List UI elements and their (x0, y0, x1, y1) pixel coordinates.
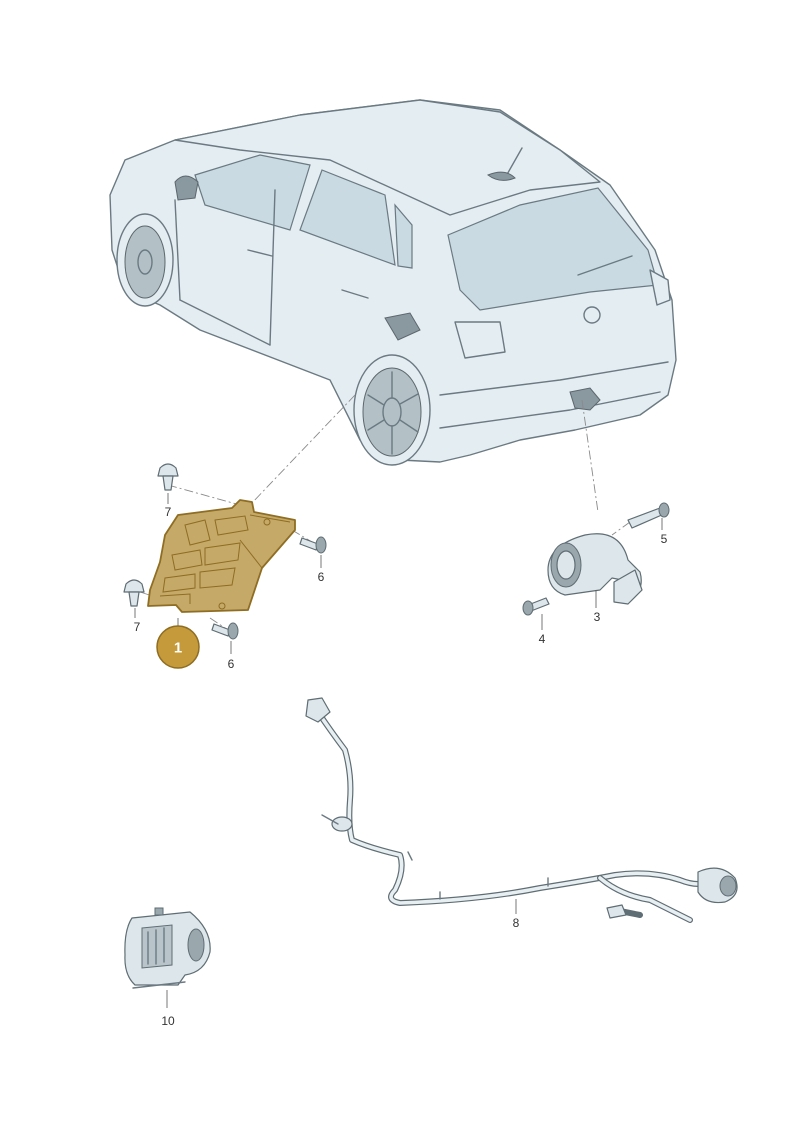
unit-part-10[interactable]: 10 (124, 907, 211, 1028)
label-6-right: 6 (318, 570, 325, 584)
part-1-badge-label: 1 (174, 640, 182, 657)
car-illustration (109, 99, 677, 466)
label-10: 10 (161, 1014, 175, 1028)
clip-part-7-upper[interactable]: 7 (157, 463, 179, 519)
label-4: 4 (539, 632, 546, 646)
label-3: 3 (594, 610, 601, 624)
label-7-lower: 7 (134, 620, 141, 634)
wiring-harness-part-8[interactable]: 8 (305, 697, 738, 930)
screw-part-4[interactable]: 4 (522, 597, 550, 646)
bolt-part-5[interactable]: 5 (627, 502, 670, 546)
label-5: 5 (661, 532, 668, 546)
screw-part-6-right[interactable]: 6 (299, 536, 327, 584)
control-unit-housing (147, 499, 296, 613)
screw-part-6-lower[interactable]: 6 (211, 622, 239, 671)
control-unit-part-1[interactable] (147, 499, 296, 613)
control-unit-details (159, 514, 291, 610)
label-6-lower: 6 (228, 657, 235, 671)
label-7-upper: 7 (165, 505, 172, 519)
part-1-badge[interactable]: 1 (156, 618, 200, 669)
clip-part-7-lower[interactable]: 7 (123, 579, 145, 634)
label-8: 8 (513, 916, 520, 930)
socket-part-3[interactable]: 3 (547, 533, 643, 624)
